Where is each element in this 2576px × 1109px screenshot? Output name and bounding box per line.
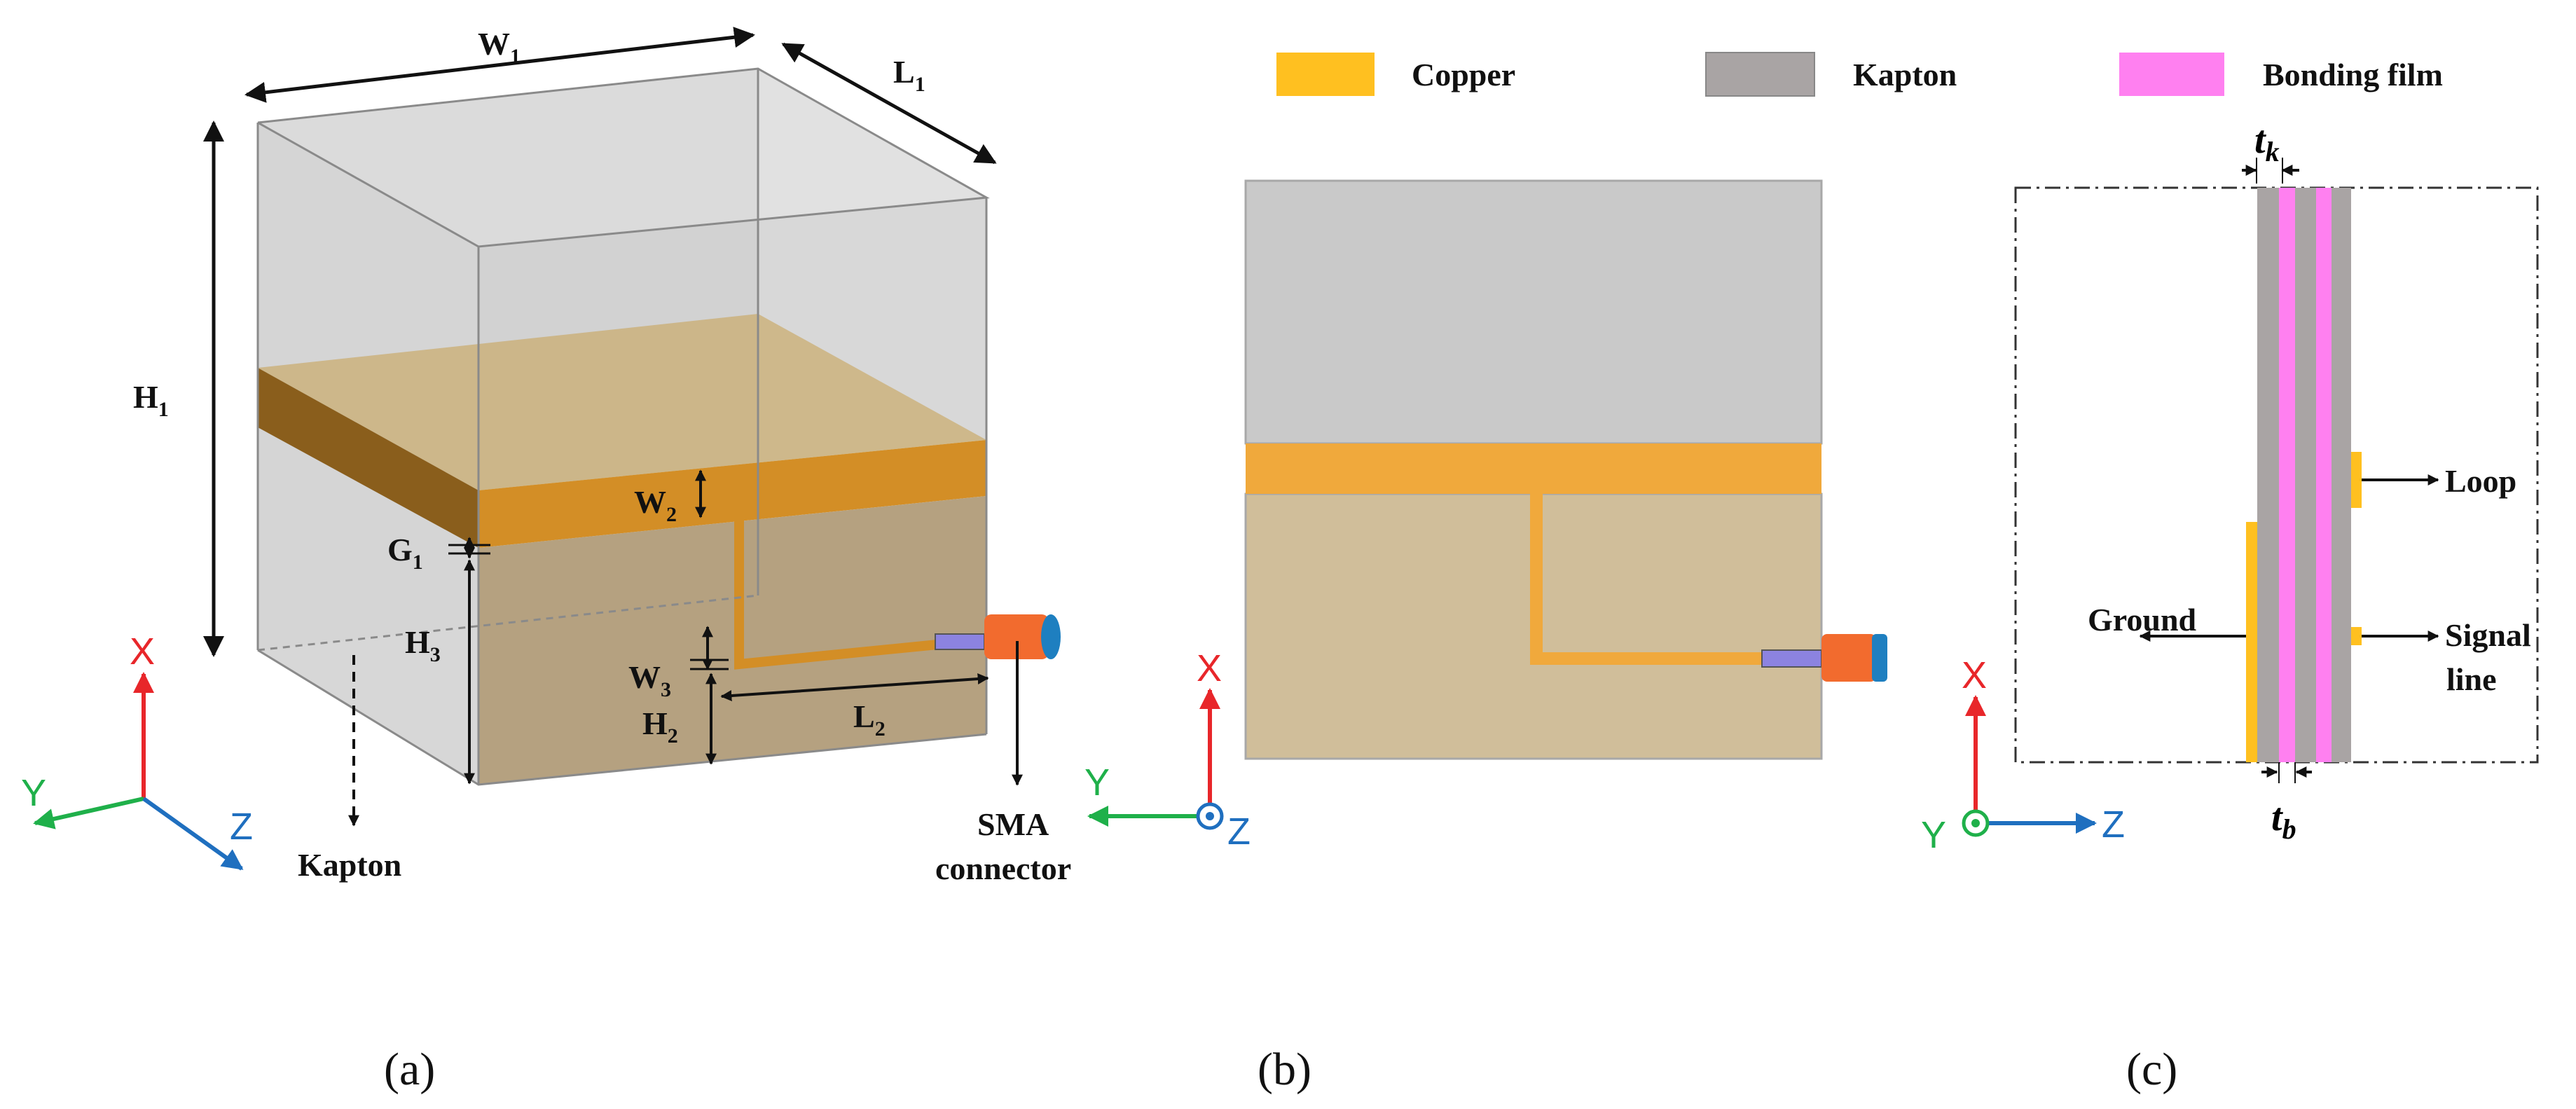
sma-tip: [1041, 614, 1061, 659]
legend: Copper Kapton Bonding film: [1276, 52, 2443, 97]
ground-copper: [2246, 522, 2257, 762]
label-ground: Ground: [2088, 602, 2197, 638]
panel-b: X Y Z (b): [1084, 179, 1887, 1095]
copper-strip-front: [478, 440, 986, 548]
copper-strip-left: [258, 368, 478, 548]
label-sma-line1: SMA: [977, 806, 1049, 842]
label-w2: W2: [634, 484, 677, 526]
legend-label-kapton: Kapton: [1853, 57, 1957, 92]
legend-swatch-copper: [1276, 53, 1375, 96]
panel-c: tk tb Loop Ground Signal line X Y Z (c): [1921, 118, 2539, 1095]
axis-label-z: Z: [230, 806, 253, 848]
layer-bonding-2: [2316, 188, 2332, 762]
axis-triad-a: X Y Z: [21, 631, 253, 871]
legend-swatch-bonding: [2119, 53, 2224, 96]
label-tk: tk: [2254, 118, 2280, 167]
label-w1: W1: [478, 26, 521, 68]
label-h3: H3: [405, 624, 441, 666]
layer-bonding-1: [2279, 188, 2295, 762]
layer-kapton-2: [2295, 188, 2316, 762]
front-view-upper-kapton: [1244, 179, 1823, 445]
legend-label-bonding: Bonding film: [2263, 57, 2443, 92]
label-h2: H2: [642, 705, 678, 748]
legend-label-copper: Copper: [1412, 57, 1515, 92]
panel-a: W1 L1 H1 W2 G1 H3 W3 H2 L2 Kapton SMA co…: [21, 26, 1071, 1095]
axis-label-x-b: X: [1197, 647, 1222, 689]
label-l2: L2: [853, 698, 886, 741]
label-w3: W3: [628, 659, 671, 701]
l1-arrow: [781, 42, 997, 165]
sma-pin: [935, 633, 985, 650]
label-loop: Loop: [2445, 463, 2516, 499]
label-signal-line2: line: [2446, 661, 2497, 697]
layer-kapton-1: [2257, 188, 2279, 762]
sma-connector: [935, 614, 1061, 659]
axis-triad-c: X Y Z: [1921, 654, 2125, 856]
signal-line-copper: [2351, 627, 2362, 645]
axis-label-z-c: Z: [2102, 804, 2125, 846]
label-kapton: Kapton: [298, 847, 401, 883]
axis-triad-b: X Y Z: [1084, 647, 1251, 853]
layer-kapton-3: [2332, 188, 2351, 762]
feed-line: [734, 516, 938, 670]
axis-label-x: X: [130, 631, 155, 673]
dimension-lines-a: [203, 27, 1023, 827]
axis-label-y-b: Y: [1084, 762, 1110, 804]
label-signal-line1: Signal: [2445, 617, 2531, 653]
annotations-c: [2139, 158, 2439, 783]
axis-label-y-c: Y: [1921, 814, 1946, 856]
legend-swatch-kapton: [1705, 52, 1815, 97]
caption-c: (c): [2126, 1044, 2177, 1095]
label-l1: L1: [893, 54, 925, 96]
copper-strip-back: [258, 314, 986, 490]
label-h1: H1: [133, 379, 169, 421]
axis-label-y: Y: [21, 772, 46, 814]
axis-label-x-c: X: [1962, 654, 1987, 696]
loop-copper: [2351, 452, 2362, 508]
label-tb: tb: [2271, 796, 2296, 845]
box-front-lower-face: [478, 496, 986, 785]
l2-arrow: [720, 673, 989, 701]
label-sma-line2: connector: [935, 850, 1071, 886]
front-view-feed-line: [1530, 494, 1762, 665]
front-view-copper-strip: [1246, 443, 1821, 494]
caption-a: (a): [384, 1044, 435, 1095]
axis-label-z-b: Z: [1227, 811, 1251, 853]
caption-b: (b): [1258, 1044, 1311, 1095]
sma-body: [984, 614, 1049, 659]
label-g1: G1: [387, 532, 423, 574]
front-view-sma: [1761, 634, 1887, 682]
w1-arrow: [244, 27, 755, 103]
